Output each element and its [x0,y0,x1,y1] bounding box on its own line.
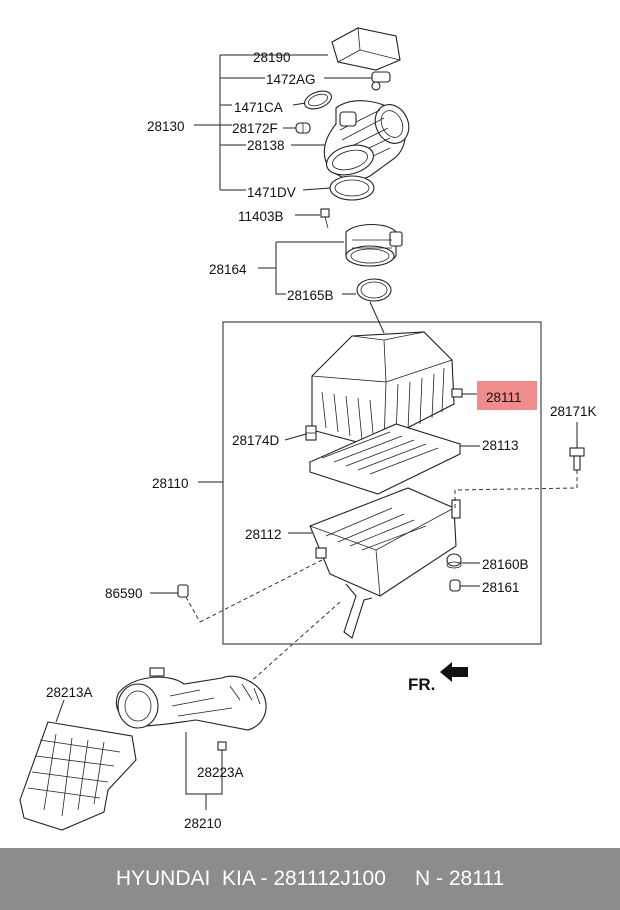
label-28210: 28210 [184,816,222,831]
label-28160B: 28160B [482,557,529,572]
air-guide-28213A [19,699,137,831]
air-cleaner-cover-28111 [311,331,463,447]
label-1472AG: 1472AG [266,72,316,87]
air-duct-28210 [116,667,267,731]
bushing-28161 [449,579,461,592]
clip-1472AG [371,71,391,91]
airflow-sensor-28164 [345,223,403,267]
label-11403B: 11403B [238,209,284,224]
label-28130: 28130 [147,119,185,134]
bracket-28210 [185,732,227,810]
label-28223A: 28223A [197,765,244,780]
bracket-28164 [258,241,356,295]
part-labels: 28190 1472AG 1471CA 28130 28172F 28138 1… [46,50,597,831]
clamp-1471DV [329,175,375,201]
filter-element-28113 [308,423,462,495]
air-cleaner-body-28112 [309,487,461,639]
grommet-28160B [446,553,462,569]
bracket-28130 [194,54,372,191]
resonator-cover-28190 [331,27,401,71]
label-28161: 28161 [482,580,520,595]
footer-part-number: HYUNDAI KIA - 281112J100 N - 28111 [0,848,620,910]
label-FR: FR. [408,675,435,694]
label-28213A: 28213A [46,685,93,700]
bolt-28171K [454,447,585,508]
label-28110: 28110 [152,476,189,491]
assembly-box-28110 [222,321,542,645]
label-28171K: 28171K [550,404,597,419]
gasket-28165B [356,278,392,302]
label-28165B: 28165B [287,288,334,303]
clip-86590 [150,559,323,623]
front-arrow-icon [440,662,468,682]
label-28111: 28111 [486,390,522,405]
highlight-box [477,381,537,410]
right-lead-lines [284,393,578,587]
parts-diagram: 28190 1472AG 1471CA 28130 28172F 28138 1… [19,27,597,831]
label-28112: 28112 [245,527,282,542]
label-28113: 28113 [482,438,519,453]
label-28190: 28190 [253,50,291,65]
highlighted-part-28111: 28111 [477,381,537,410]
bolt-11403B [295,208,330,229]
label-28164: 28164 [209,262,247,277]
clip-28174D [305,425,317,441]
label-28138: 28138 [247,138,285,153]
label-28174D: 28174D [232,433,280,448]
sensor-28172F [295,122,311,134]
clamp-1471CA [304,90,332,110]
label-1471DV: 1471DV [247,185,296,200]
label-1471CA: 1471CA [234,100,283,115]
label-86590: 86590 [105,586,143,601]
label-28172F: 28172F [232,121,278,136]
intake-hose-28138 [323,100,410,181]
